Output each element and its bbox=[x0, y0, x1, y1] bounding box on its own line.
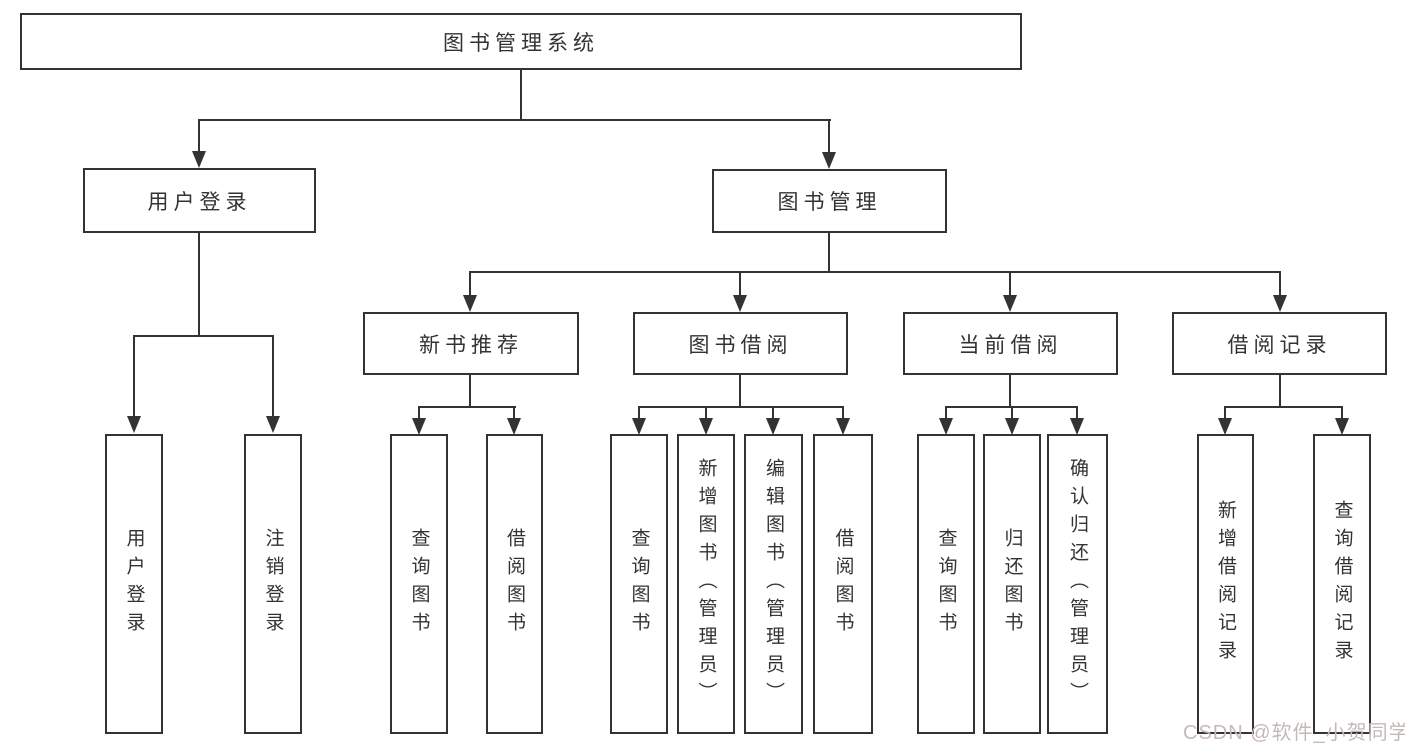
connector-to-b2 bbox=[705, 406, 707, 419]
node-borrow-record: 借阅记录 bbox=[1172, 312, 1387, 375]
node-new-book-recommend: 新书推荐 bbox=[363, 312, 579, 375]
leaf-query-book-1: 查询图书 bbox=[390, 434, 448, 734]
connector-to-book-management bbox=[828, 119, 830, 153]
connector-newrec-rail bbox=[418, 406, 516, 408]
arrowhead-b3 bbox=[766, 418, 780, 435]
connector-to-a2 bbox=[513, 406, 515, 419]
connector-mgmt-stem bbox=[828, 233, 830, 272]
leaf-borrow-book-1: 借阅图书 bbox=[486, 434, 543, 734]
connector-borrow-stem bbox=[739, 375, 741, 407]
leaf-add-book-admin: 新增图书（管理员） bbox=[677, 434, 735, 734]
connector-record-stem bbox=[1279, 375, 1281, 407]
arrowhead-record bbox=[1273, 295, 1287, 312]
connector-to-b4 bbox=[842, 406, 844, 419]
arrowhead-a1 bbox=[412, 418, 426, 435]
leaf-query-book-3: 查询图书 bbox=[917, 434, 975, 734]
leaf-user-login: 用户登录 bbox=[105, 434, 163, 734]
connector-root-stem bbox=[520, 70, 522, 119]
connector-to-c2 bbox=[1011, 406, 1013, 419]
arrowhead-d1 bbox=[1218, 418, 1232, 435]
connector-level2-rail bbox=[469, 271, 1281, 273]
connector-to-d2 bbox=[1341, 406, 1343, 419]
connector-to-b1 bbox=[638, 406, 640, 419]
arrowhead-b4 bbox=[836, 418, 850, 435]
arrowhead-leaf-login bbox=[127, 416, 141, 433]
node-current-borrow: 当前借阅 bbox=[903, 312, 1118, 375]
connector-login-stem bbox=[198, 233, 200, 336]
connector-login-rail bbox=[133, 335, 274, 337]
arrowhead-c2 bbox=[1005, 418, 1019, 435]
connector-to-leaf-logout bbox=[272, 335, 274, 417]
connector-to-c1 bbox=[945, 406, 947, 419]
arrowhead-b2 bbox=[699, 418, 713, 435]
leaf-logout: 注销登录 bbox=[244, 434, 302, 734]
connector-to-current bbox=[1009, 271, 1011, 296]
arrowhead-book-management bbox=[822, 152, 836, 169]
node-library-management-system: 图书管理系统 bbox=[20, 13, 1022, 70]
connector-to-a1 bbox=[418, 406, 420, 419]
csdn-watermark: CSDN @软件_小贺同学 bbox=[1183, 722, 1405, 744]
connector-level1-rail bbox=[198, 119, 831, 121]
node-user-login: 用户登录 bbox=[83, 168, 316, 233]
arrowhead-leaf-logout bbox=[266, 416, 280, 433]
connector-current-stem bbox=[1009, 375, 1011, 407]
leaf-borrow-book-2: 借阅图书 bbox=[813, 434, 873, 734]
leaf-confirm-return-admin: 确认归还（管理员） bbox=[1047, 434, 1108, 734]
leaf-query-book-2: 查询图书 bbox=[610, 434, 668, 734]
arrowhead-c3 bbox=[1070, 418, 1084, 435]
node-book-management: 图书管理 bbox=[712, 169, 947, 233]
leaf-return-book: 归还图书 bbox=[983, 434, 1041, 734]
arrowhead-d2 bbox=[1335, 418, 1349, 435]
arrowhead-a2 bbox=[507, 418, 521, 435]
leaf-edit-book-admin: 编辑图书（管理员） bbox=[744, 434, 803, 734]
connector-to-leaf-login bbox=[133, 335, 135, 417]
arrowhead-user-login bbox=[192, 151, 206, 168]
connector-to-c3 bbox=[1076, 406, 1078, 419]
arrowhead-c1 bbox=[939, 418, 953, 435]
connector-borrow-rail bbox=[638, 406, 844, 408]
connector-to-newrec bbox=[469, 271, 471, 296]
arrowhead-borrow bbox=[733, 295, 747, 312]
node-book-borrow: 图书借阅 bbox=[633, 312, 848, 375]
connector-to-b3 bbox=[772, 406, 774, 419]
leaf-query-borrow-record: 查询借阅记录 bbox=[1313, 434, 1371, 734]
connector-to-record bbox=[1279, 271, 1281, 296]
connector-record-rail bbox=[1224, 406, 1343, 408]
arrowhead-newrec bbox=[463, 295, 477, 312]
arrowhead-b1 bbox=[632, 418, 646, 435]
arrowhead-current bbox=[1003, 295, 1017, 312]
leaf-add-borrow-record: 新增借阅记录 bbox=[1197, 434, 1254, 734]
connector-to-d1 bbox=[1224, 406, 1226, 419]
connector-newrec-stem bbox=[469, 375, 471, 407]
connector-to-user-login bbox=[198, 119, 200, 152]
connector-to-borrow bbox=[739, 271, 741, 296]
